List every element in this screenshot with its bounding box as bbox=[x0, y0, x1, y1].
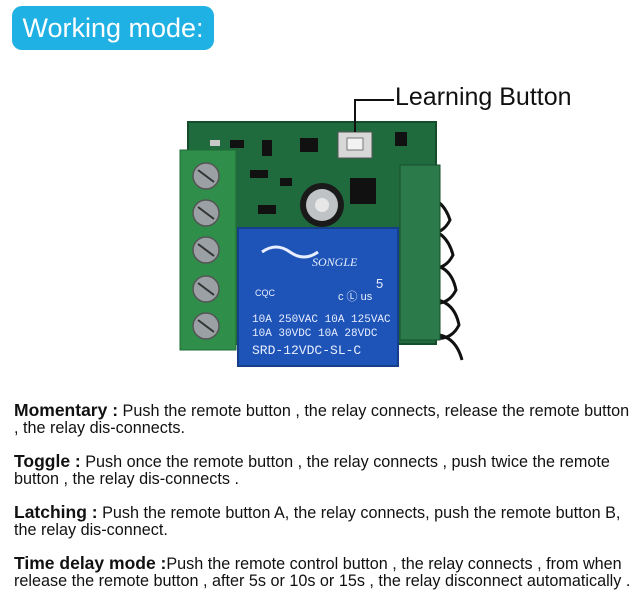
relay-brand: SONGLE bbox=[312, 255, 358, 269]
learning-button-label: Learning Button bbox=[395, 83, 572, 111]
mode-latching: Latching : Push the remote button A, the… bbox=[14, 502, 634, 539]
callout-line bbox=[354, 99, 394, 132]
terminal-block bbox=[179, 149, 237, 351]
working-mode-badge: Working mode: bbox=[12, 6, 214, 50]
relay-model: SRD-12VDC-SL-C bbox=[252, 343, 361, 358]
relay-module-photo: SONGLE 5 CQC c Ⓛ us 10A 250VAC 10A 125VA… bbox=[179, 99, 464, 367]
mode-name: Time delay mode : bbox=[14, 553, 167, 573]
mode-text: Push the remote button A, the relay conn… bbox=[14, 504, 621, 539]
relay-mark-ce: CQC bbox=[255, 288, 276, 298]
relay-mark-us: c Ⓛ us bbox=[338, 290, 373, 303]
mode-descriptions: Momentary : Push the remote button , the… bbox=[14, 400, 634, 606]
learning-button bbox=[337, 131, 373, 159]
receiver-module bbox=[399, 164, 441, 341]
mode-name: Latching : bbox=[14, 502, 98, 522]
mode-text: Push the remote control button , the rel… bbox=[14, 555, 631, 590]
mode-text: Push the remote button , the relay conne… bbox=[14, 402, 630, 437]
relay: SONGLE 5 CQC c Ⓛ us 10A 250VAC 10A 125VA… bbox=[237, 227, 399, 367]
relay-rating-line2: 10A 30VDC 10A 28VDC bbox=[252, 328, 378, 340]
relay-mark-number: 5 bbox=[376, 276, 383, 291]
mode-time-delay: Time delay mode :Push the remote control… bbox=[14, 553, 634, 590]
capacitor bbox=[300, 183, 344, 227]
mode-name: Momentary : bbox=[14, 400, 119, 420]
mode-text: Push once the remote button , the relay … bbox=[14, 453, 610, 488]
mode-toggle: Toggle : Push once the remote button , t… bbox=[14, 451, 634, 488]
mode-name: Toggle : bbox=[14, 451, 81, 471]
smd-components bbox=[210, 132, 407, 214]
mode-momentary: Momentary : Push the remote button , the… bbox=[14, 400, 634, 437]
relay-rating-line1: 10A 250VAC 10A 125VAC bbox=[252, 314, 391, 326]
